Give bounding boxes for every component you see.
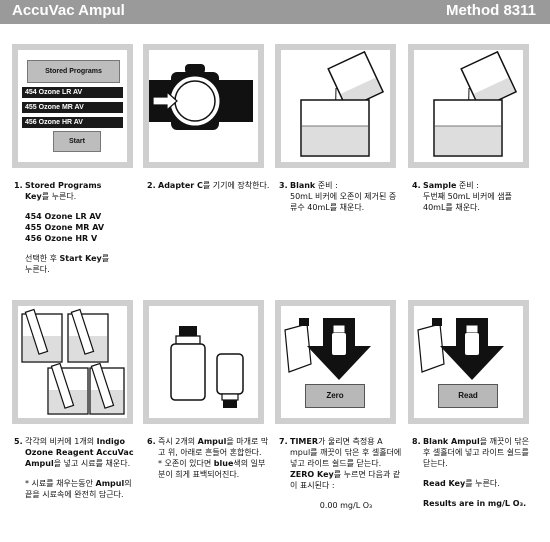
program-item[interactable]: 454 Ozone LR AV xyxy=(22,87,123,98)
panel-adapter: C xyxy=(143,44,264,168)
insert-ampul-illustration xyxy=(284,318,371,380)
panel-read: Read xyxy=(408,300,529,424)
method-label: Method 8311 xyxy=(445,2,536,19)
program-code: 455 Ozone MR AV xyxy=(25,223,105,232)
panel-blank-prep xyxy=(275,44,396,168)
start-button[interactable]: Start xyxy=(53,131,101,152)
panel-zero: Zero xyxy=(275,300,396,424)
vials-illustration xyxy=(170,326,244,408)
program-code: 454 Ozone LR AV xyxy=(25,212,102,221)
panel-stored-programs: Stored Programs 454 Ozone LR AV 455 Ozon… xyxy=(12,44,133,168)
header-bar: AccuVac Ampul Method 8311 xyxy=(0,0,550,24)
panel-inner: Stored Programs 454 Ozone LR AV 455 Ozon… xyxy=(18,50,127,162)
ampul-beaker-illustration xyxy=(21,308,125,415)
program-item[interactable]: 455 Ozone MR AV xyxy=(22,102,123,113)
panel-ampul-mix xyxy=(143,300,264,424)
insert-ampul-illustration xyxy=(417,318,504,380)
program-item[interactable]: 456 Ozone HR AV xyxy=(22,117,123,128)
panel-sample-prep xyxy=(408,44,529,168)
pour-beaker-illustration xyxy=(300,50,385,157)
read-button[interactable]: Read xyxy=(438,384,498,408)
result-note: Results are in mg/L O₃. xyxy=(423,499,527,508)
header-title: AccuVac Ampul xyxy=(12,2,125,19)
pour-beaker-illustration xyxy=(433,50,518,157)
program-code: 456 Ozone HR V xyxy=(25,234,98,243)
stored-programs-button[interactable]: Stored Programs xyxy=(27,60,120,83)
panel-ampul-fill xyxy=(12,300,133,424)
adapter-c-illustration: C xyxy=(149,64,253,132)
zero-button[interactable]: Zero xyxy=(305,384,365,408)
zero-reading: 0.00 mg/L O₃ xyxy=(319,501,373,510)
svg-text:C: C xyxy=(163,122,170,132)
